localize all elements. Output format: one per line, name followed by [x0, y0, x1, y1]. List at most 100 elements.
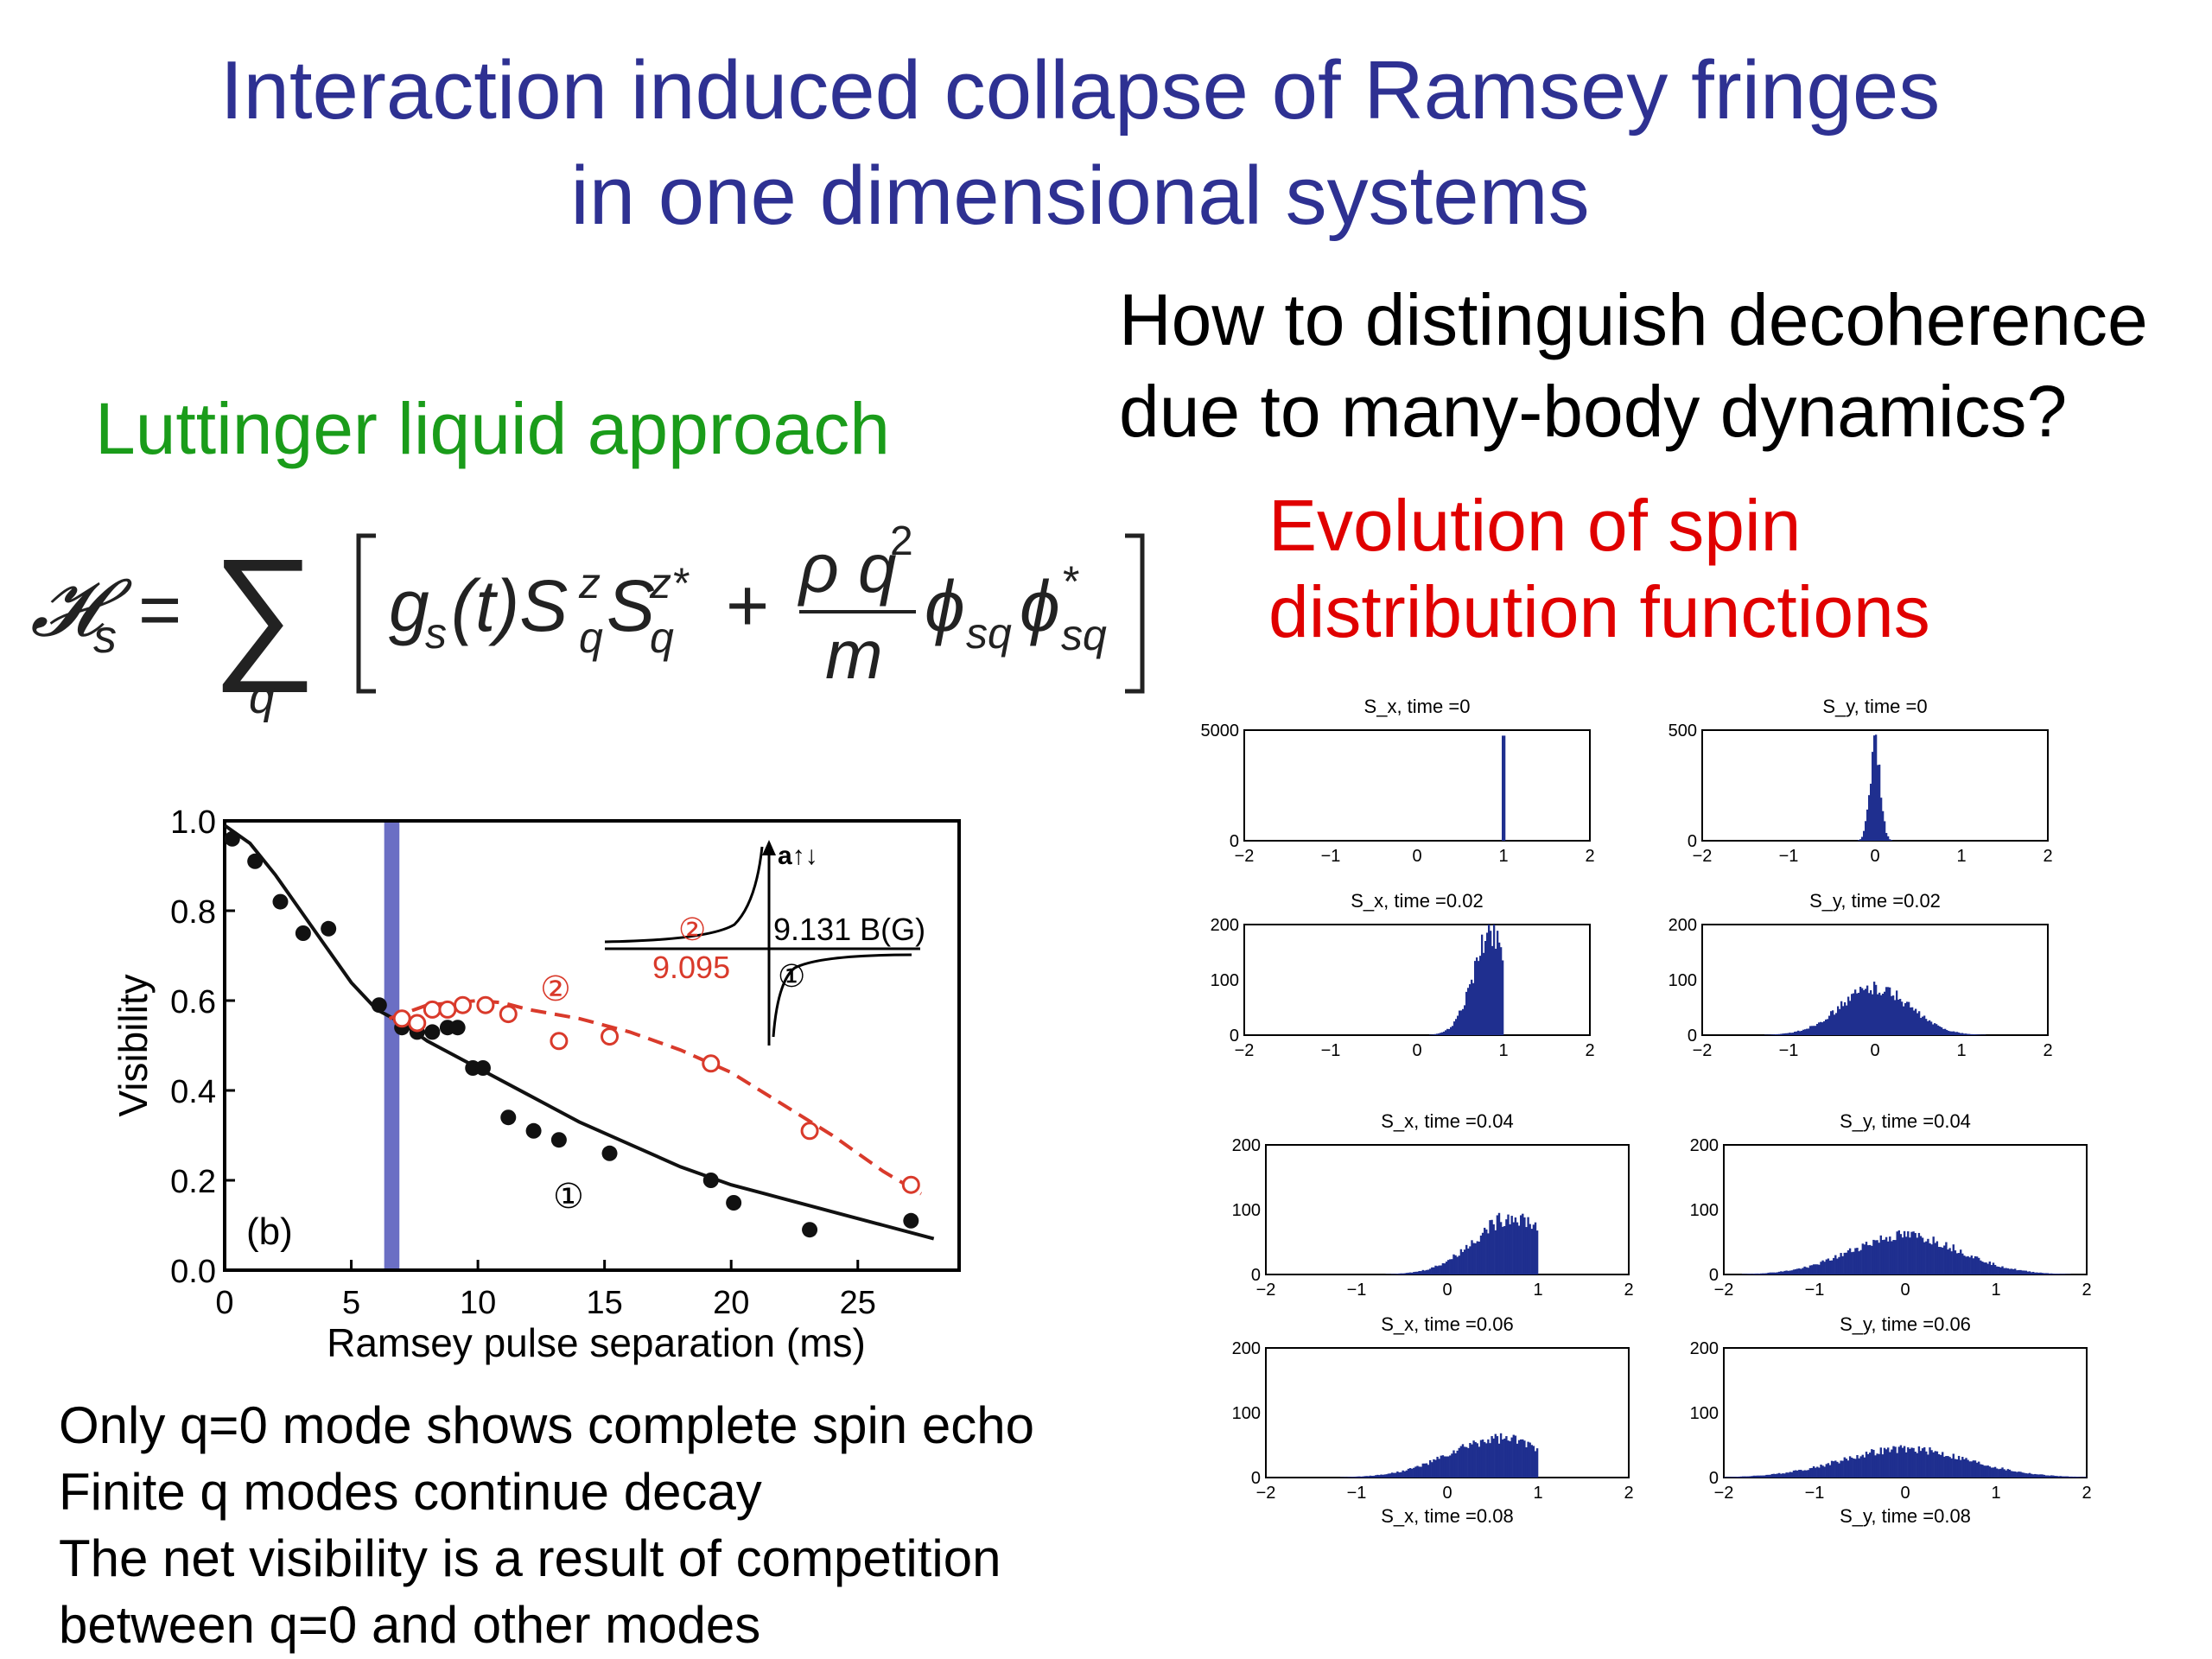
histogram-bar — [1887, 1447, 1890, 1478]
histogram-bar — [1478, 961, 1480, 1035]
histogram-bar — [1499, 1222, 1503, 1274]
series2-point — [702, 1054, 721, 1073]
eq-phi2: ϕ — [1020, 565, 1060, 646]
histogram-bar — [1517, 1440, 1521, 1478]
histogram-bar — [1509, 1224, 1511, 1274]
histogram-bar — [1891, 1241, 1893, 1274]
histogram-bar — [1509, 1440, 1511, 1478]
histogram-bar — [1815, 1026, 1817, 1035]
histogram-y-tick: 100 — [1690, 1404, 1719, 1423]
histogram-bar — [1774, 1272, 1777, 1274]
histogram-bar — [2084, 1477, 2088, 1478]
histogram-bar — [1416, 1465, 1419, 1478]
histogram-bar — [1896, 1452, 1898, 1478]
histogram-bar — [2026, 1473, 2030, 1478]
histogram-bar — [1485, 1443, 1488, 1478]
histogram-bar — [1936, 1451, 1939, 1478]
histogram-bar — [1858, 992, 1860, 1035]
histogram-bar — [1859, 839, 1862, 841]
histogram-x-tick: −2 — [1235, 847, 1255, 866]
histogram-bar — [1449, 1259, 1452, 1274]
highlight-band — [384, 821, 400, 1270]
series2-point — [800, 1122, 819, 1141]
histogram-bar — [1942, 1452, 1944, 1478]
histogram-title: S_y, time =0.04 — [1840, 1110, 1971, 1132]
series1-point — [702, 1173, 719, 1188]
histogram-bar — [2012, 1471, 2015, 1478]
histogram-bar — [1846, 1005, 1848, 1035]
histogram-bar — [1885, 833, 1888, 841]
histogram-bar — [1961, 1033, 1964, 1035]
histogram-bar — [1948, 1457, 1951, 1478]
histogram-bar — [1431, 1267, 1433, 1274]
histogram-bar — [1365, 1476, 1368, 1478]
histogram-bar — [1745, 1476, 1748, 1478]
histogram-bar — [1507, 1440, 1510, 1478]
histogram-bar — [1469, 1246, 1471, 1274]
histogram-bar — [1841, 1460, 1844, 1478]
histogram-bar — [1865, 988, 1867, 1035]
histogram-bar — [1500, 947, 1503, 1035]
histogram-bar — [1965, 1033, 1967, 1035]
histogram-bar — [1479, 1440, 1483, 1478]
histogram-bar — [1903, 1446, 1906, 1478]
histogram-bar — [1907, 1231, 1910, 1274]
histogram-bar — [1894, 1240, 1897, 1274]
histogram-bar — [1773, 1034, 1776, 1035]
histogram-bar — [1742, 1476, 1745, 1478]
histogram-y-tick: 100 — [1690, 1201, 1719, 1220]
histogram-bar — [1804, 1029, 1807, 1035]
histogram-bar — [1452, 1450, 1455, 1478]
histogram-bar — [1803, 1470, 1806, 1478]
histogram-bar — [1901, 1447, 1904, 1478]
histogram-bar — [1352, 1477, 1356, 1478]
histogram-bar — [1974, 1034, 1976, 1035]
histogram-x-tick: −1 — [1805, 1281, 1825, 1300]
histogram-bar — [1433, 1267, 1435, 1274]
histogram-bar — [1957, 1253, 1961, 1274]
histogram-bar — [1889, 987, 1891, 1035]
eq-frac-num-sup: 2 — [890, 518, 913, 564]
histogram-bar — [1907, 1447, 1910, 1478]
histogram-bar — [1992, 1467, 1995, 1478]
histogram-bar — [1943, 1456, 1946, 1478]
histogram-bar — [1535, 1230, 1539, 1274]
histogram-bar — [1516, 1222, 1519, 1274]
histogram-bar — [1899, 1445, 1903, 1478]
inset-marker2: ② — [678, 912, 706, 947]
inset-label-red: 9.095 — [652, 950, 730, 985]
histogram-bar — [1825, 1464, 1827, 1478]
histogram-bar — [1878, 764, 1881, 841]
series2-point — [423, 1000, 442, 1019]
histogram-bar — [1780, 1473, 1783, 1478]
histogram-bar — [1884, 991, 1886, 1035]
histogram-bar — [1778, 1472, 1781, 1478]
histogram-bar — [1835, 1013, 1838, 1035]
histogram-bar — [1820, 1465, 1822, 1478]
histogram-bar — [1955, 1253, 1959, 1274]
histogram-bar — [1921, 1237, 1924, 1274]
x-tick-label: 10 — [460, 1285, 496, 1321]
histogram-bar — [1913, 1010, 1916, 1035]
histogram-bar — [1492, 1224, 1495, 1274]
histogram-bar — [1963, 1255, 1966, 1274]
histogram-bar — [1993, 1466, 1997, 1478]
histogram-bar — [1936, 1241, 1939, 1274]
histogram-bar — [1789, 1471, 1791, 1478]
histogram-bar — [1880, 798, 1883, 841]
histogram-bar — [1724, 1477, 1726, 1478]
histogram-bar — [1800, 1470, 1802, 1478]
histogram-bar — [1986, 1263, 1989, 1274]
histogram-bar — [1896, 990, 1898, 1035]
histogram-bar — [1917, 1446, 1921, 1478]
histogram-bar — [1848, 1248, 1852, 1274]
y-axis-label: Visibility — [111, 974, 156, 1116]
histogram-bar — [1502, 960, 1504, 1035]
histogram-bar — [1452, 1254, 1455, 1274]
histogram-y-tick: 0 — [1688, 832, 1697, 851]
histogram-bar — [1930, 1021, 1933, 1035]
histogram-bar — [1832, 1010, 1834, 1035]
histogram-bar — [1972, 1460, 1975, 1478]
histogram-bar — [1934, 1451, 1936, 1478]
